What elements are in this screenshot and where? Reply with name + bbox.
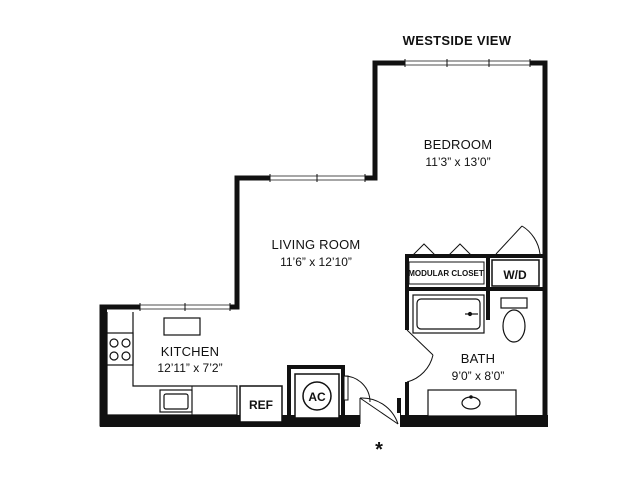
washer-dryer-box xyxy=(491,259,540,287)
bath-vanity xyxy=(427,389,517,417)
window-kitchen xyxy=(139,303,231,311)
kitchen-dims: 12’11” x 7’2” xyxy=(157,361,222,375)
ac-circle xyxy=(302,381,332,411)
refrigerator-box xyxy=(239,385,283,423)
kitchen-island xyxy=(163,317,201,336)
entry-marker: * xyxy=(375,439,383,461)
windows xyxy=(139,59,531,311)
bedroom-name: BEDROOM xyxy=(424,137,493,152)
window-living xyxy=(269,174,366,182)
living-room-name: LIVING ROOM xyxy=(272,237,361,252)
living-room-dims: 11’6” x 12’10” xyxy=(280,255,352,269)
wall-bottom-slab xyxy=(100,415,548,427)
toilet xyxy=(500,297,528,343)
orientation-label: WESTSIDE VIEW xyxy=(403,33,512,48)
closet-doors xyxy=(411,243,473,257)
kitchen-name: KITCHEN xyxy=(161,344,219,359)
bath-name: BATH xyxy=(461,351,496,366)
entry-door-gap xyxy=(360,413,400,429)
bath-dims: 9’0” x 8’0” xyxy=(452,369,505,383)
window-bedroom xyxy=(404,59,531,67)
stove-icon xyxy=(109,338,131,361)
wd-door xyxy=(495,225,541,255)
washer-dryer-label: W/D xyxy=(503,268,527,282)
mech-door xyxy=(343,375,371,403)
wall-left-slab xyxy=(100,305,107,427)
refrigerator-label: REF xyxy=(249,398,273,412)
bath-door xyxy=(404,329,434,383)
interior-walls xyxy=(287,254,545,424)
bathtub xyxy=(412,294,485,334)
ac-label: AC xyxy=(308,390,326,404)
closet-label: MODULAR CLOSET xyxy=(408,269,484,278)
closet-box xyxy=(408,261,485,285)
entry-door xyxy=(359,397,399,425)
kitchen-sink xyxy=(159,389,193,413)
bedroom-dims: 11’3” x 13’0” xyxy=(425,155,490,169)
